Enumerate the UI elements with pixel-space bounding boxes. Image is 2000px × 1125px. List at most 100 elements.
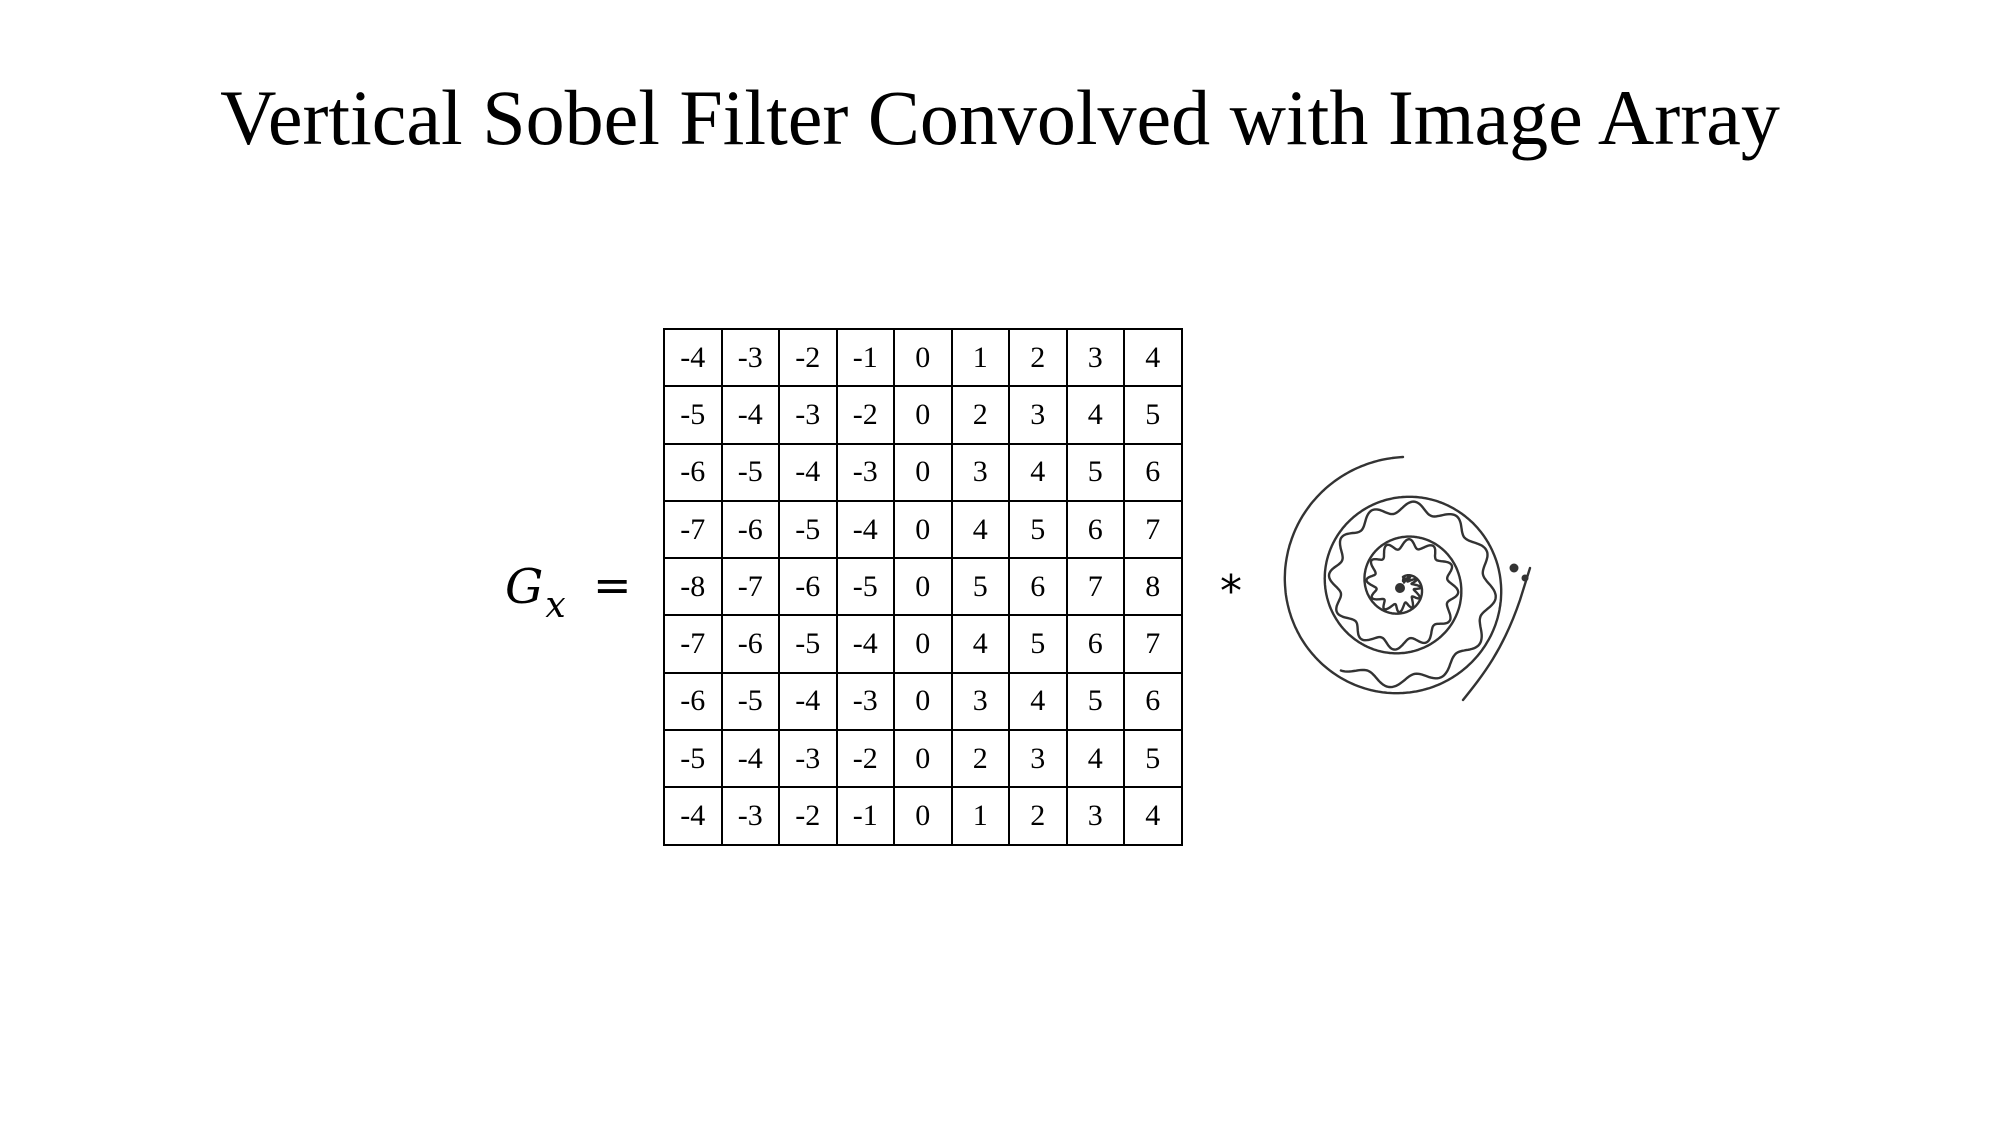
- kernel-cell: 0: [893, 671, 953, 732]
- kernel-cell: 2: [1008, 327, 1068, 388]
- kernel-cell: 5: [1008, 614, 1068, 674]
- kernel-cell: -5: [778, 499, 838, 560]
- kernel-cell: 6: [1065, 499, 1125, 560]
- kernel-cell: -5: [663, 385, 723, 445]
- kernel-cell: 4: [1008, 671, 1068, 732]
- kernel-cell: -5: [720, 671, 780, 732]
- kernel-cell: 3: [1008, 385, 1068, 445]
- kernel-cell: 0: [893, 614, 953, 674]
- kernel-cell: 2: [1008, 786, 1068, 846]
- kernel-cell: 0: [893, 385, 953, 445]
- kernel-cell: 4: [1008, 442, 1068, 502]
- kernel-cell: 0: [893, 327, 953, 388]
- kernel-cell: -3: [720, 327, 780, 388]
- equals-sign: =: [593, 558, 632, 612]
- spiral-tail-stroke: [1461, 566, 1532, 702]
- kernel-cell: 3: [950, 671, 1010, 732]
- gx-subscript: x: [545, 585, 566, 626]
- kernel-cell: -7: [663, 614, 723, 674]
- kernel-cell: -4: [720, 729, 780, 789]
- kernel-cell: -4: [778, 442, 838, 502]
- kernel-cell: 4: [1065, 385, 1125, 445]
- kernel-cell: -2: [778, 327, 838, 388]
- spiral-dot: [1521, 574, 1529, 582]
- kernel-cell: -1: [835, 786, 895, 846]
- kernel-cell: -2: [778, 786, 838, 846]
- kernel-cell: 6: [1008, 557, 1068, 617]
- kernel-cell: 0: [893, 499, 953, 560]
- kernel-cell: -4: [835, 499, 895, 560]
- kernel-cell: 8: [1123, 557, 1183, 617]
- kernel-cell: 3: [1065, 786, 1125, 846]
- kernel-cell: 5: [1065, 671, 1125, 732]
- kernel-cell: -5: [720, 442, 780, 502]
- convolution-operator: *: [1220, 566, 1242, 617]
- kernel-cell: -7: [663, 499, 723, 560]
- kernel-cell: -4: [835, 614, 895, 674]
- gx-symbol: Gx: [505, 552, 566, 627]
- spiral-dot: [1509, 563, 1519, 573]
- kernel-cell: -8: [663, 557, 723, 617]
- page-title: Vertical Sobel Filter Convolved with Ima…: [220, 74, 1780, 161]
- kernel-cell: -4: [663, 327, 723, 388]
- kernel-cell: -7: [720, 557, 780, 617]
- kernel-cell: 3: [950, 442, 1010, 502]
- spiral-dot: [1395, 583, 1405, 593]
- kernel-cell: -3: [778, 385, 838, 445]
- kernel-cell: -6: [720, 614, 780, 674]
- kernel-cell: -3: [778, 729, 838, 789]
- kernel-cell: -6: [663, 671, 723, 732]
- kernel-cell: -5: [835, 557, 895, 617]
- kernel-cell: 6: [1123, 442, 1183, 502]
- kernel-cell: 5: [1008, 499, 1068, 560]
- kernel-cell: -3: [835, 442, 895, 502]
- spiral-outer-stroke: [1283, 455, 1503, 695]
- kernel-cell: 4: [1123, 327, 1183, 388]
- kernel-cell: 4: [1123, 786, 1183, 846]
- kernel-cell: -1: [835, 327, 895, 388]
- kernel-cell: 3: [1065, 327, 1125, 388]
- kernel-cell: 5: [1065, 442, 1125, 502]
- kernel-cell: -4: [720, 385, 780, 445]
- kernel-cell: 0: [893, 786, 953, 846]
- kernel-cell: 5: [1123, 729, 1183, 789]
- gx-base: G: [505, 559, 544, 615]
- kernel-cell: -4: [778, 671, 838, 732]
- kernel-cell: -6: [720, 499, 780, 560]
- kernel-cell: -6: [778, 557, 838, 617]
- kernel-cell: 4: [1065, 729, 1125, 789]
- kernel-cell: -4: [663, 786, 723, 846]
- kernel-cell: -6: [663, 442, 723, 502]
- kernel-cell: 2: [950, 385, 1010, 445]
- kernel-cell: -5: [778, 614, 838, 674]
- kernel-cell: -3: [835, 671, 895, 732]
- kernel-cell: 1: [950, 786, 1010, 846]
- kernel-cell: 0: [893, 442, 953, 502]
- kernel-cell: 7: [1123, 499, 1183, 560]
- kernel-cell: 5: [950, 557, 1010, 617]
- kernel-cell: -2: [835, 729, 895, 789]
- kernel-cell: -5: [663, 729, 723, 789]
- kernel-cell: 4: [950, 614, 1010, 674]
- kernel-cell: 0: [893, 557, 953, 617]
- kernel-cell: 4: [950, 499, 1010, 560]
- kernel-cell: 3: [1008, 729, 1068, 789]
- kernel-cell: 0: [893, 729, 953, 789]
- kernel-cell: 5: [1123, 385, 1183, 445]
- kernel-cell: 7: [1065, 557, 1125, 617]
- kernel-cell: 1: [950, 327, 1010, 388]
- kernel-cell: 6: [1065, 614, 1125, 674]
- kernel-cell: -3: [720, 786, 780, 846]
- kernel-cell: 6: [1123, 671, 1183, 732]
- kernel-cell: -2: [835, 385, 895, 445]
- hand-drawn-spiral-icon: [1283, 455, 1532, 702]
